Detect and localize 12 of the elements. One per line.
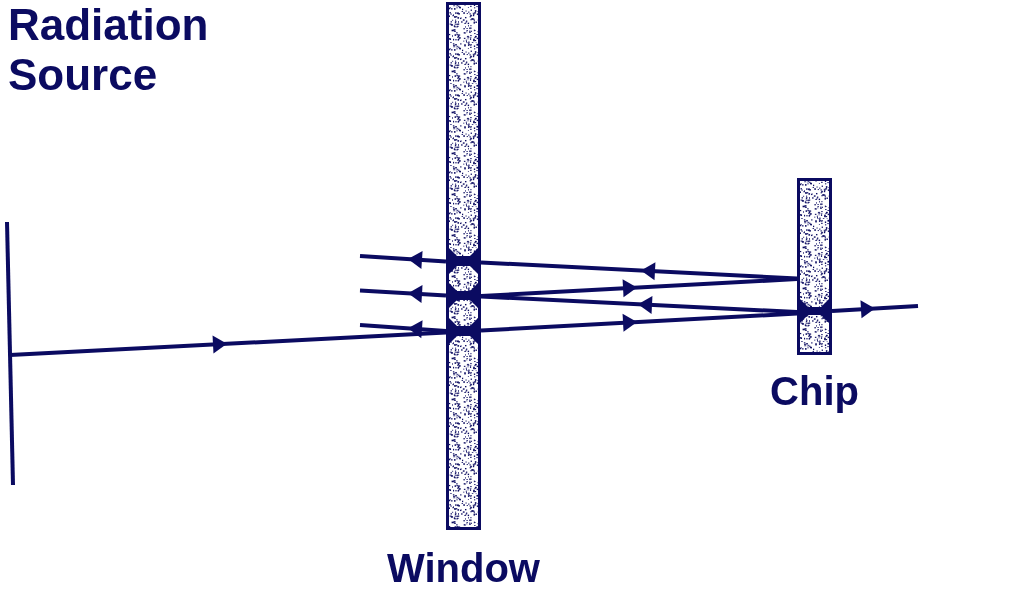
- light-ray: [359, 251, 447, 269]
- light-ray: [480, 311, 798, 333]
- light-ray: [359, 285, 447, 304]
- window-label: Window: [387, 545, 540, 591]
- light-ray: [480, 277, 798, 298]
- light-ray: [831, 300, 919, 319]
- light-ray: [9, 330, 447, 357]
- light-ray: [359, 320, 447, 339]
- light-ray: [480, 294, 798, 314]
- light-ray: [480, 260, 798, 281]
- chip-label: Chip: [770, 368, 859, 414]
- source-label: Radiation Source: [8, 0, 210, 100]
